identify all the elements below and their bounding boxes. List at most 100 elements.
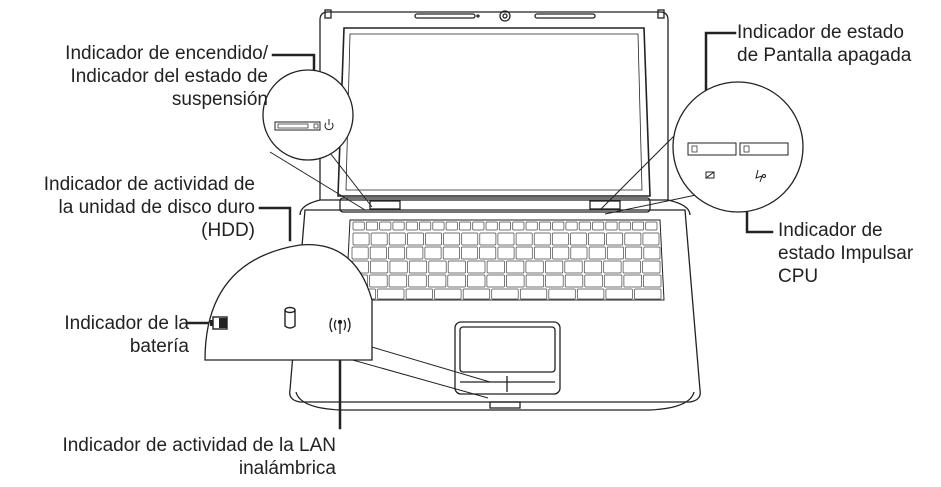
wlan-label-line1: Indicador de actividad de la LAN bbox=[62, 435, 336, 456]
keyboard-key bbox=[570, 246, 588, 260]
keyboard-key bbox=[642, 260, 661, 274]
keyboard-key bbox=[388, 246, 406, 260]
keyboard-key bbox=[634, 288, 662, 300]
keyboard-key bbox=[392, 221, 405, 231]
keyboard-key bbox=[388, 274, 408, 288]
keyboard-key bbox=[592, 221, 605, 231]
keyboard-key bbox=[443, 232, 461, 246]
keyboard-key bbox=[445, 221, 458, 231]
hdd-indicator-label: Indicador de actividad de la unidad de d… bbox=[44, 173, 255, 242]
power-label-line3: suspensión bbox=[171, 89, 268, 110]
keyboard-key bbox=[583, 260, 603, 274]
keyboard-key bbox=[479, 232, 497, 246]
screen-off-icon bbox=[705, 171, 715, 179]
keyboard-key bbox=[506, 260, 525, 274]
keyboard-key bbox=[377, 288, 405, 300]
keyboard-key bbox=[623, 274, 642, 288]
keyboard-key bbox=[497, 246, 515, 260]
power-led-zoom bbox=[262, 69, 354, 161]
keyboard-key bbox=[408, 274, 427, 288]
keyboard-key bbox=[425, 232, 442, 246]
wlan-label-line2: inalámbrica bbox=[238, 458, 336, 479]
keyboard-key bbox=[603, 260, 622, 274]
keyboard-key bbox=[370, 260, 389, 274]
screen-label-line1: Indicador de estado bbox=[737, 22, 904, 43]
keyboard-key bbox=[467, 274, 486, 288]
cpu-label-line1: Indicador de bbox=[778, 220, 883, 241]
keyboard-key bbox=[606, 246, 624, 260]
keyboard-key bbox=[459, 221, 472, 231]
keyboard-key bbox=[352, 221, 365, 231]
keyboard-key bbox=[462, 288, 491, 300]
keyboard-key bbox=[406, 246, 424, 260]
keyboard-key bbox=[447, 274, 466, 288]
keyboard-key bbox=[570, 232, 587, 246]
keyboard-key bbox=[486, 260, 505, 274]
keyboard-key bbox=[365, 221, 378, 231]
hdd-label-line3: (HDD) bbox=[201, 220, 255, 241]
cpu-label-line2: estado Impulsar bbox=[778, 243, 914, 264]
keyboard-key bbox=[405, 221, 418, 231]
keyboard-key bbox=[564, 260, 583, 274]
hdd-icon bbox=[284, 306, 296, 329]
keyboard-key bbox=[369, 274, 388, 288]
keyboard-key bbox=[515, 232, 533, 246]
cpu-label-line3: CPU bbox=[778, 266, 819, 287]
keyboard-key bbox=[588, 232, 605, 246]
keyboard-key bbox=[432, 221, 445, 231]
screen-cpu-led-zoom bbox=[672, 81, 804, 213]
keyboard-key bbox=[545, 260, 564, 274]
keyboard-key bbox=[434, 288, 462, 300]
hdd-label-line2: la unidad de disco duro bbox=[58, 197, 255, 218]
power-label-line2: Indicador del estado de bbox=[70, 66, 268, 87]
keyboard-key bbox=[564, 274, 584, 288]
battery-indicator-label: Indicador de la batería bbox=[64, 312, 189, 358]
keyboard-key bbox=[577, 288, 605, 300]
keyboard-key bbox=[428, 260, 447, 274]
keyboard-key bbox=[519, 288, 548, 300]
keyboard-key bbox=[534, 246, 551, 260]
keyboard-key bbox=[467, 260, 486, 274]
keyboard-key bbox=[622, 260, 641, 274]
keyboard-keys bbox=[348, 221, 662, 300]
keyboard-key bbox=[351, 246, 369, 260]
power-label-line1: Indicador de encendido/ bbox=[65, 43, 268, 64]
keyboard-key bbox=[551, 232, 569, 246]
keyboard-key bbox=[427, 274, 447, 288]
keyboard-key bbox=[606, 232, 624, 246]
keyboard-key bbox=[512, 221, 525, 231]
keyboard-key bbox=[424, 246, 442, 260]
keyboard-key bbox=[605, 288, 633, 300]
keyboard-key bbox=[552, 246, 570, 260]
keyboard-key bbox=[497, 232, 515, 246]
keyboard-key bbox=[584, 274, 603, 288]
keyboard-key bbox=[498, 221, 511, 231]
keyboard-key bbox=[379, 221, 392, 231]
keyboard-key bbox=[643, 274, 662, 288]
keyboard-key bbox=[389, 260, 408, 274]
keyboard-key bbox=[525, 274, 545, 288]
keyboard-key bbox=[618, 221, 631, 231]
laptop-lid bbox=[319, 9, 669, 201]
wlan-indicator-label: Indicador de actividad de la LAN inalámb… bbox=[62, 434, 336, 480]
keyboard-key bbox=[405, 288, 433, 300]
keyboard-key bbox=[407, 232, 424, 246]
keyboard-key bbox=[419, 221, 432, 231]
keyboard-key bbox=[408, 260, 428, 274]
screen-label-line2: de Pantalla apagada bbox=[737, 45, 912, 66]
keyboard-key bbox=[388, 232, 406, 246]
keyboard-key bbox=[605, 221, 618, 231]
hdd-label-line1: Indicador de actividad de bbox=[43, 174, 255, 195]
keyboard-key bbox=[538, 221, 551, 231]
power-indicator-label: Indicador de encendido/ Indicador del es… bbox=[65, 42, 268, 111]
keyboard-key bbox=[632, 221, 645, 231]
cpu-boost-icon bbox=[755, 169, 766, 183]
keyboard-key bbox=[545, 274, 564, 288]
keyboard-key bbox=[548, 288, 576, 300]
keyboard-key bbox=[578, 221, 591, 231]
battery-label-line1: Indicador de la bbox=[64, 313, 189, 334]
keyboard-key bbox=[369, 246, 387, 260]
keyboard-key bbox=[603, 274, 623, 288]
keyboard-key bbox=[461, 232, 479, 246]
wireless-icon bbox=[329, 317, 351, 334]
